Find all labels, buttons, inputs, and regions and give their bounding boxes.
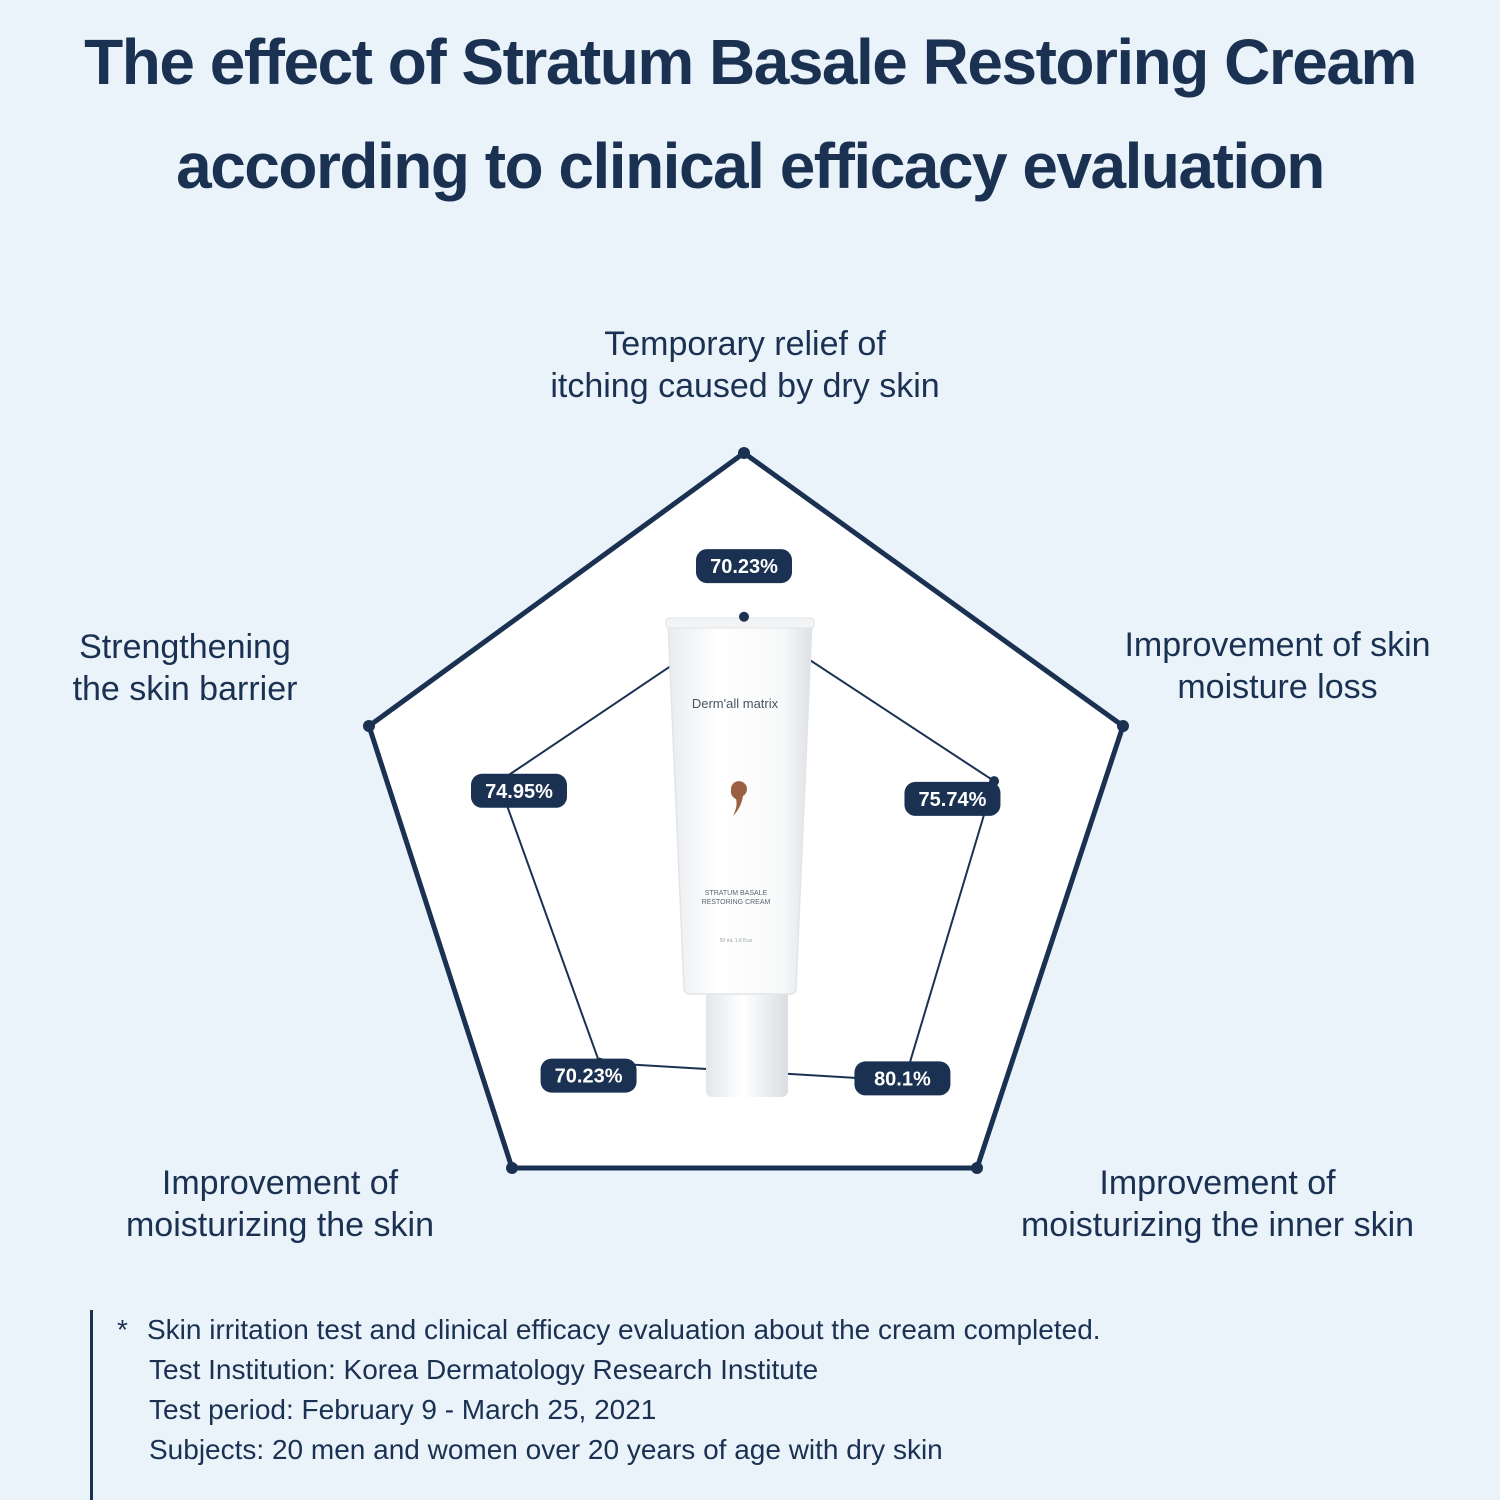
radar-outer-vertex-itching bbox=[738, 447, 750, 459]
value-label-itching: 70.23% bbox=[710, 556, 778, 578]
footnote-line-2: Test Institution: Korea Dermatology Rese… bbox=[149, 1354, 819, 1385]
footnote-star: * bbox=[117, 1314, 128, 1345]
radar-outer-vertex-inner-skin bbox=[970, 1162, 983, 1175]
title-line-2: according to clinical efficacy evaluatio… bbox=[176, 130, 1325, 202]
axis-label-inner-skin: Improvement of moisturizing the inner sk… bbox=[1020, 1164, 1415, 1244]
radar-outer-vertex-moisturizing-skin bbox=[506, 1162, 519, 1175]
axis-label-moisture-loss: Improvement of skin moisture loss bbox=[1124, 626, 1431, 706]
value-badge-itching: 70.23% bbox=[696, 549, 792, 584]
footnote-line-4: Subjects: 20 men and women over 20 years… bbox=[149, 1434, 943, 1465]
footnote: *Skin irritation test and clinical effic… bbox=[90, 1310, 1101, 1500]
value-label-moisture-loss: 75.74% bbox=[919, 789, 987, 811]
title-line-1: The effect of Stratum Basale Restoring C… bbox=[84, 26, 1417, 98]
radar-outer-vertex-moisture-loss bbox=[1117, 720, 1130, 733]
axis-label-skin-barrier: Strengthening the skin barrier bbox=[72, 628, 298, 708]
value-label-skin-barrier: 74.95% bbox=[485, 781, 553, 803]
axis-label-itching: Temporary relief of itching caused by dr… bbox=[550, 325, 940, 405]
product-name-1: STRATUM BASALE bbox=[705, 890, 768, 897]
footnote-line-3: Test period: February 9 - March 25, 2021 bbox=[149, 1394, 657, 1425]
value-badge-moisture-loss: 75.74% bbox=[904, 781, 1001, 816]
product-tube-image: Derm'all matrix STRATUM BASALE RESTORING… bbox=[665, 617, 815, 1097]
product-name-2: RESTORING CREAM bbox=[702, 899, 771, 906]
product-brand: Derm'all matrix bbox=[692, 696, 779, 711]
radar-point-itching bbox=[739, 611, 749, 622]
value-label-inner-skin: 80.1% bbox=[874, 1068, 931, 1090]
product-volume: 50 mL 1.6 fl.oz bbox=[720, 938, 753, 944]
value-badge-inner-skin: 80.1% bbox=[854, 1061, 951, 1096]
footnote-line-1: *Skin irritation test and clinical effic… bbox=[117, 1310, 1101, 1350]
value-badge-moisturizing-skin: 70.23% bbox=[540, 1058, 637, 1093]
radar-value-badges: 70.23% 75.74% 80.1% 70.23% 74.95% bbox=[470, 549, 1001, 1096]
axis-label-moisturizing-skin: Improvement of moisturizing the skin bbox=[125, 1164, 434, 1244]
value-badge-skin-barrier: 74.95% bbox=[470, 773, 567, 808]
chart-title: The effect of Stratum Basale Restoring C… bbox=[0, 10, 1500, 218]
value-label-moisturizing-skin: 70.23% bbox=[555, 1066, 623, 1088]
radar-outer-vertex-skin-barrier bbox=[362, 720, 375, 733]
brand-comma-icon bbox=[730, 781, 747, 816]
